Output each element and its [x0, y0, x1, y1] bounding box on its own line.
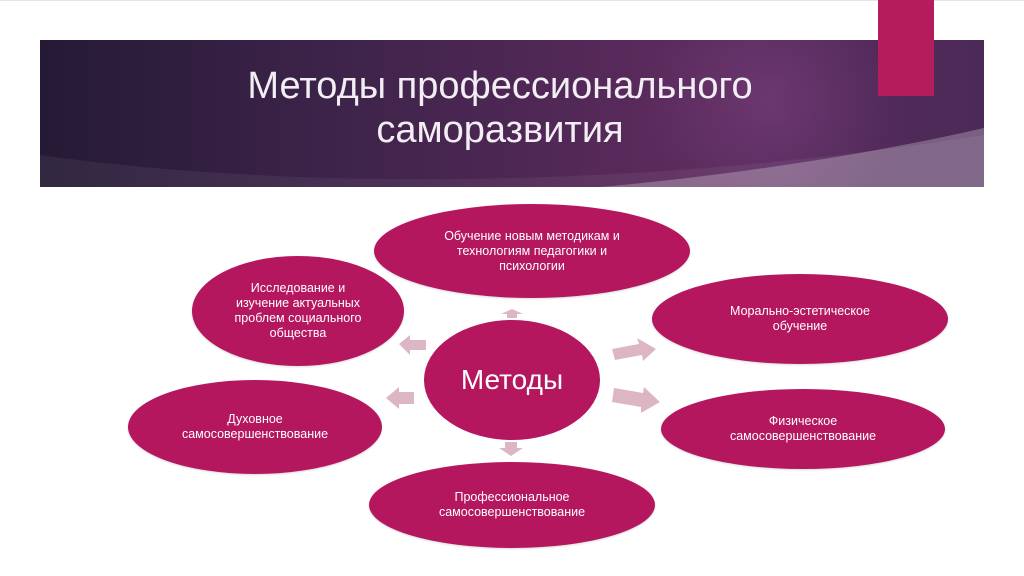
node-lower-right: Физическое самосовершенствование [661, 389, 945, 469]
node-bottom: Профессиональное самосовершенствование [369, 462, 655, 548]
arrow-to-bottom [499, 442, 523, 456]
node-center: Методы [424, 320, 600, 440]
title-line-1: Методы профессионального [247, 65, 753, 107]
arrow-to-lower-left [386, 387, 414, 409]
title-banner [40, 40, 984, 187]
node-upper-left: Исследование и изучение актуальных пробл… [192, 256, 404, 366]
node-center-label: Методы [460, 364, 564, 395]
arrow-to-lower-right [612, 387, 660, 413]
node-lower-right-label: Физическое самосовершенствование [729, 414, 877, 443]
banner-glow [640, 40, 900, 187]
title-line-2: саморазвития [376, 109, 624, 151]
node-top-label: Обучение новым методикам и технологиям п… [444, 228, 620, 273]
node-lower-left-label: Духовное самосовершенствование [181, 412, 329, 441]
arrow-to-upper-left [399, 335, 426, 355]
accent-block [878, 0, 934, 96]
banner-wave-decoration [40, 128, 984, 187]
top-divider [0, 0, 1024, 1]
node-lower-left: Духовное самосовершенствование [128, 380, 382, 474]
node-upper-right: Морально-эстетическое обучение [652, 274, 948, 364]
node-upper-left-label: Исследование и изучение актуальных пробл… [234, 281, 362, 340]
node-upper-right-label: Морально-эстетическое обучение [730, 304, 870, 333]
arrow-to-upper-right [612, 338, 656, 361]
arrow-to-top [501, 309, 523, 318]
node-top: Обучение новым методикам и технологиям п… [374, 204, 690, 298]
slide-title: Методы профессионального саморазвития [140, 64, 860, 152]
node-bottom-label: Профессиональное самосовершенствование [438, 490, 586, 519]
